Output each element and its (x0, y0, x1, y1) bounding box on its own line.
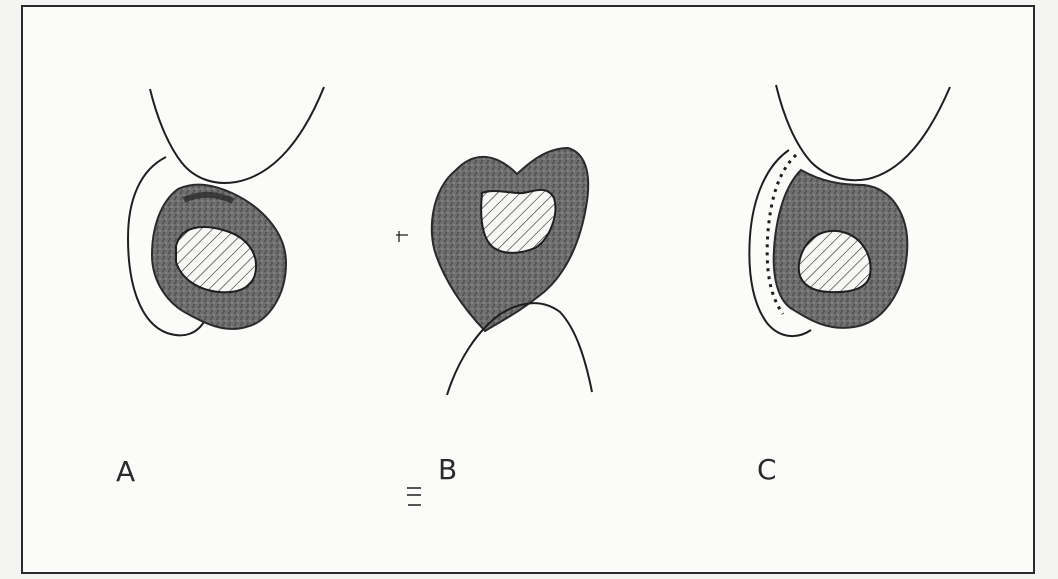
panel-b-small-mark (396, 231, 408, 242)
panel-b-lower-outline (447, 303, 592, 395)
panel-label-c: C (757, 456, 777, 484)
panel-a-diagram (128, 87, 324, 335)
panel-b-diagram (396, 148, 592, 505)
panel-c-diagram (749, 85, 950, 336)
panel-c-upper-outline (776, 85, 950, 180)
panel-label-b: B (438, 456, 457, 484)
panel-b-bottom-mark (407, 488, 421, 505)
panel-label-a: A (116, 458, 135, 486)
panel-a-upper-outline (150, 87, 324, 183)
